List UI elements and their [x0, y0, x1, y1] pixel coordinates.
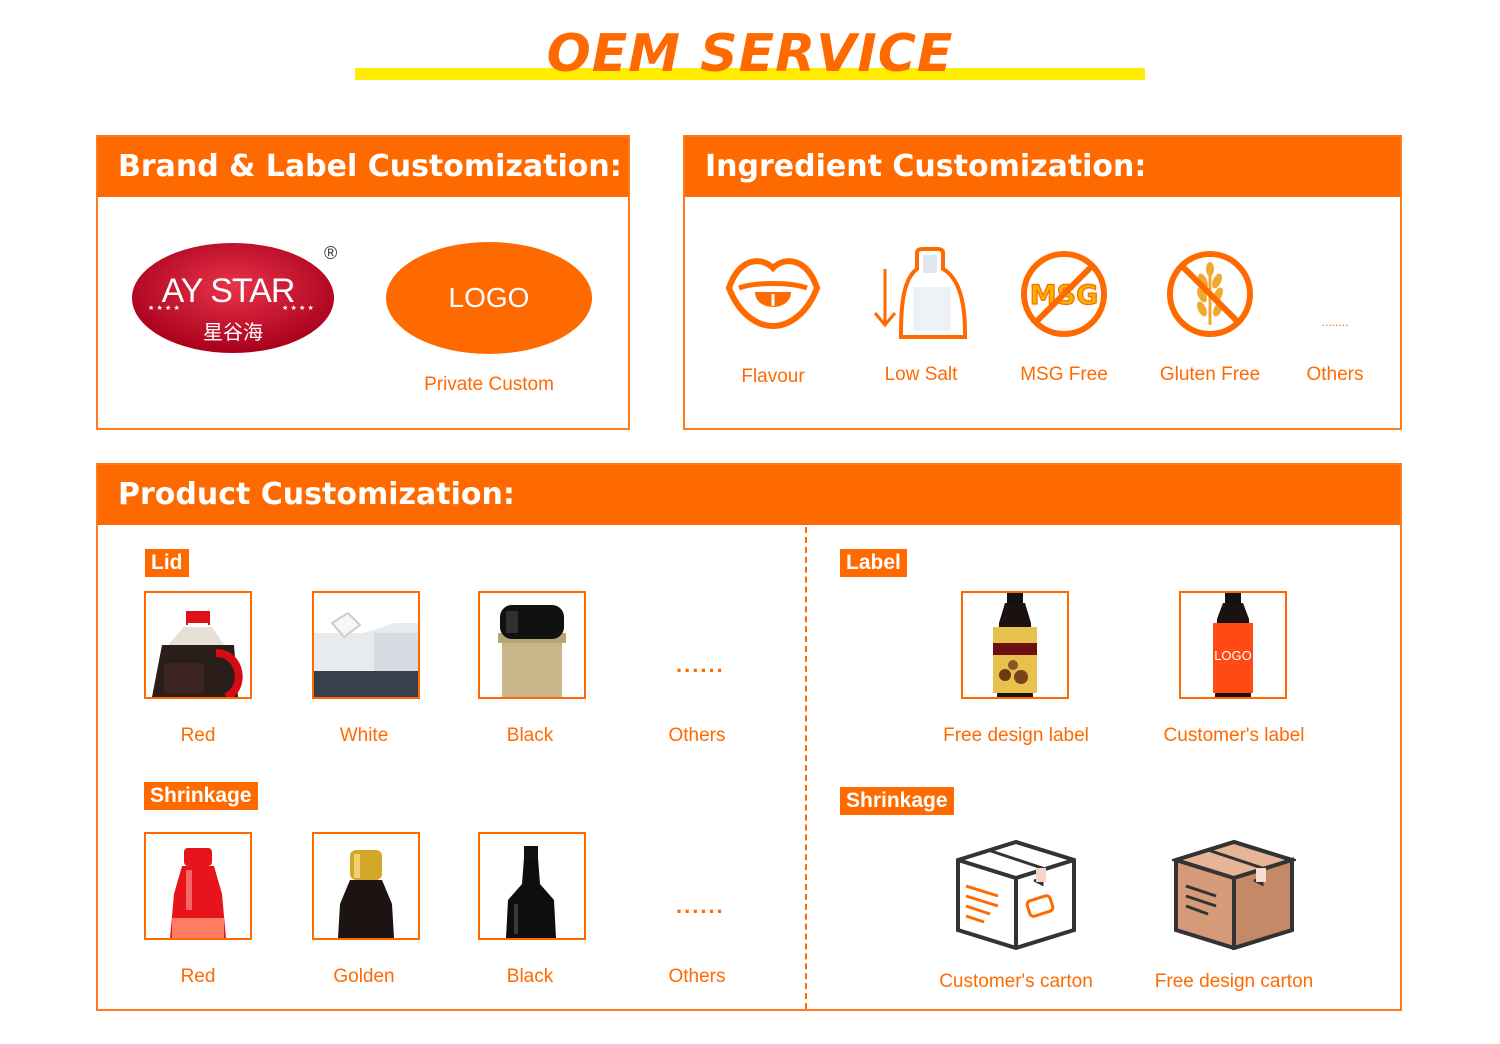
label-caption-free-design: Free design label: [943, 725, 1089, 746]
customers-label-thumb: [1179, 591, 1287, 699]
shrinkage-right-badge: Shrinkage: [840, 787, 954, 815]
product-panel-header: Product Customization:: [98, 465, 1400, 525]
product-heading: Product Customization:: [118, 477, 515, 512]
title-underline: [355, 68, 1145, 80]
shrinkage-left-badge: Shrinkage: [144, 782, 258, 810]
shrinkage-others-dots: ......: [676, 893, 725, 918]
lid-caption-red: Red: [180, 725, 216, 746]
private-custom-caption: Private Custom: [424, 374, 554, 395]
svg-text:★ ★ ★ ★: ★ ★ ★ ★: [282, 304, 314, 312]
shrinkage-red-thumb: [144, 832, 252, 940]
ay-star-brand-logo: ★ ★ ★ ★ ★ ★ ★ ★: [130, 241, 336, 355]
brand-logo-text: AY STAR: [161, 272, 296, 310]
no-wheat-icon: [1165, 249, 1255, 339]
customers-label-logo-text: LOGO: [1214, 648, 1252, 663]
lid-white-thumb: [312, 591, 420, 699]
ingredient-label-others: Others: [1306, 364, 1364, 385]
shrinkage-caption-black: Black: [506, 966, 554, 987]
registered-mark: ®: [324, 243, 338, 263]
carton-caption-customers: Customer's carton: [939, 971, 1093, 992]
logo-placeholder-text: LOGO: [448, 282, 530, 313]
ingredient-label-gluten-free: Gluten Free: [1159, 364, 1261, 385]
brand-logo-chinese: 星谷海: [203, 322, 263, 344]
lips-icon: [725, 252, 821, 332]
ingredient-label-flavour: Flavour: [741, 366, 805, 387]
brand-label-panel-header: Brand & Label Customization:: [98, 137, 628, 197]
lid-badge: Lid: [145, 549, 189, 577]
shrinkage-caption-others: Others: [668, 966, 726, 987]
free-design-carton-icon: [1169, 838, 1299, 951]
carton-caption-free-design: Free design carton: [1154, 971, 1314, 992]
ingredient-heading: Ingredient Customization:: [705, 149, 1147, 184]
lid-caption-others: Others: [668, 725, 726, 746]
private-logo-placeholder: [386, 242, 592, 354]
lid-red-thumb: [144, 591, 252, 699]
ingredient-panel: Ingredient Customization: Flavour Low Sa…: [683, 135, 1402, 430]
shrinkage-golden-thumb: [312, 832, 420, 940]
label-caption-customers: Customer's label: [1163, 725, 1305, 746]
no-msg-icon: MSG: [1019, 249, 1109, 339]
svg-text:★ ★ ★ ★: ★ ★ ★ ★: [148, 304, 180, 312]
shrinkage-caption-red: Red: [180, 966, 216, 987]
free-design-label-thumb: [961, 591, 1069, 699]
shrinkage-black-thumb: [478, 832, 586, 940]
customers-carton-icon: [954, 838, 1078, 951]
lid-caption-white: White: [339, 725, 389, 746]
label-badge: Label: [840, 549, 907, 577]
page-title: OEM SERVICE: [546, 24, 954, 84]
dots-icon: ........: [1321, 315, 1349, 329]
lid-others-dots: ......: [676, 652, 725, 677]
section-divider: [805, 527, 807, 1009]
brand-label-panel: Brand & Label Customization: ★ ★ ★ ★ ★ ★…: [96, 135, 630, 430]
lid-black-thumb: [478, 591, 586, 699]
lid-caption-black: Black: [506, 725, 554, 746]
ingredient-label-msg-free: MSG Free: [1020, 364, 1108, 385]
ingredient-label-low-salt: Low Salt: [884, 364, 958, 385]
ingredient-panel-header: Ingredient Customization:: [685, 137, 1400, 197]
shrinkage-caption-golden: Golden: [333, 966, 395, 987]
brand-label-heading: Brand & Label Customization:: [118, 149, 622, 184]
salt-shaker-icon: [871, 247, 971, 339]
